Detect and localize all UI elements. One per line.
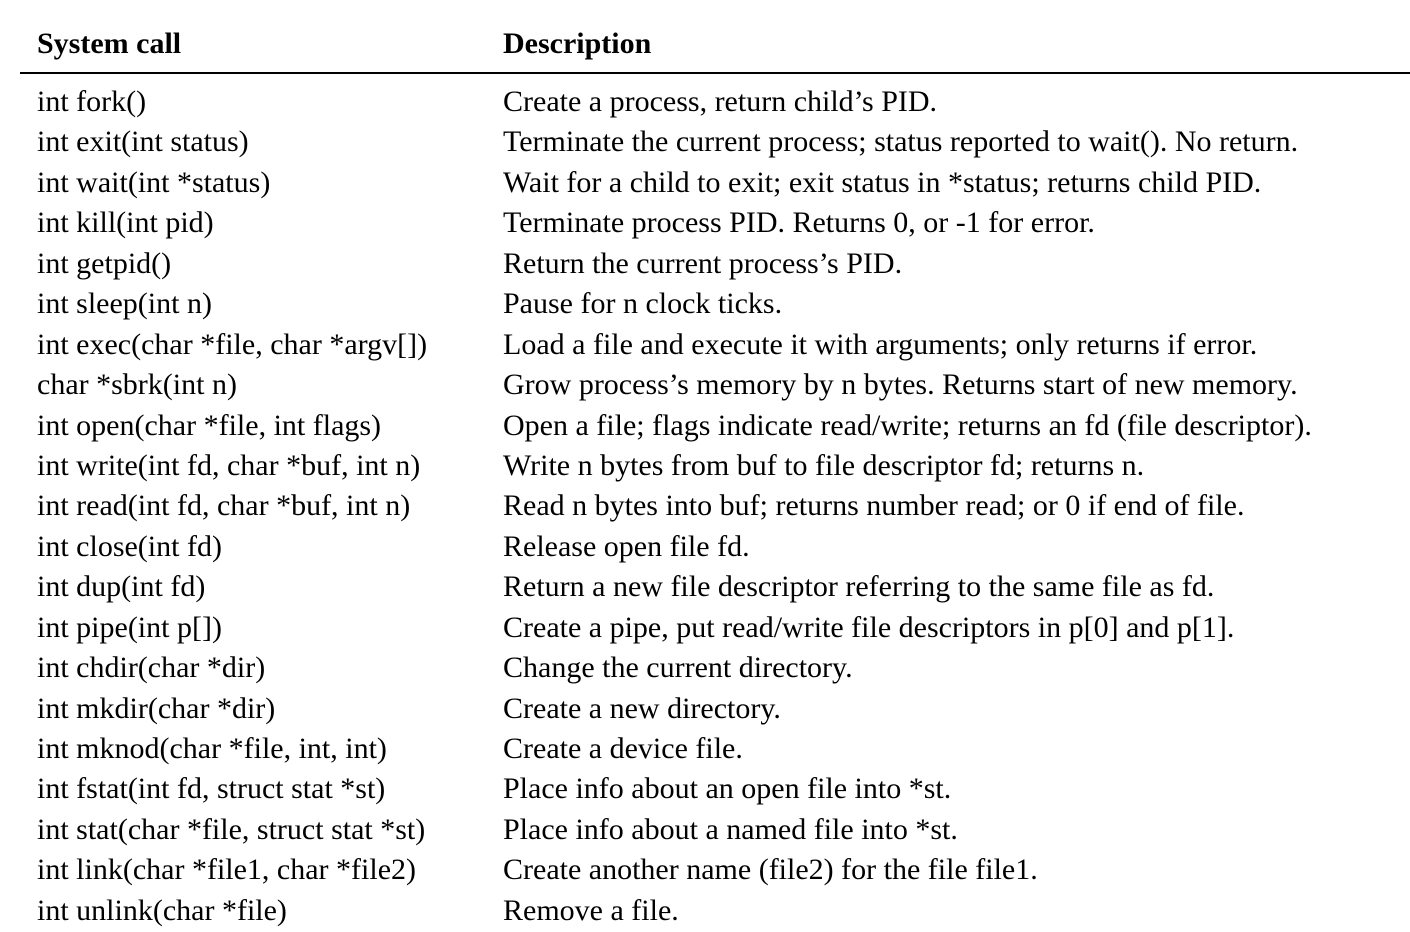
table-row: int fstat(int fd, struct stat *st) Place… xyxy=(20,769,1410,809)
system-call-cell: int fork() xyxy=(37,85,147,118)
description-cell: Load a file and execute it with argument… xyxy=(503,327,1258,361)
system-call-cell: int unlink(char *file) xyxy=(37,893,287,927)
description-cell: Write n bytes from buf to file descripto… xyxy=(503,448,1145,482)
table-row: int mkdir(char *dir) Create a new direct… xyxy=(20,689,1410,729)
table-row: int fork() Create a process, return chil… xyxy=(20,82,1410,122)
system-call-cell: int stat(char *file, struct stat *st) xyxy=(37,812,426,846)
description-cell: Terminate process PID. Returns 0, or -1 … xyxy=(503,206,1095,240)
description-cell: Open a file; flags indicate read/write; … xyxy=(503,408,1312,442)
table-row: char *sbrk(int n) Grow process’s memory … xyxy=(20,365,1410,405)
system-call-cell: int sleep(int n) xyxy=(37,287,212,321)
system-call-cell: int link(char *file1, char *file2) xyxy=(37,853,417,887)
table-row: int kill(int pid) Terminate process PID.… xyxy=(20,203,1410,243)
description-cell: Create a process, return child’s PID. xyxy=(503,85,938,118)
table-row: int exit(int status) Terminate the curre… xyxy=(20,122,1410,162)
header-system-call: System call xyxy=(37,27,182,60)
table-row: int wait(int *status) Wait for a child t… xyxy=(20,163,1410,203)
table-row: int write(int fd, char *buf, int n) Writ… xyxy=(20,446,1410,486)
table-row: int pipe(int p[]) Create a pipe, put rea… xyxy=(20,608,1410,648)
header-description: Description xyxy=(503,27,652,60)
description-cell: Wait for a child to exit; exit status in… xyxy=(503,165,1262,199)
description-cell: Create a new directory. xyxy=(503,691,781,725)
table-row: int dup(int fd) Return a new file descri… xyxy=(20,567,1410,607)
table-row: int chdir(char *dir) Change the current … xyxy=(20,648,1410,688)
table-row: int unlink(char *file) Remove a file. xyxy=(20,891,1410,931)
table-row: int close(int fd) Release open file fd. xyxy=(20,527,1410,567)
system-call-cell: int write(int fd, char *buf, int n) xyxy=(37,448,421,482)
table-row: int link(char *file1, char *file2) Creat… xyxy=(20,850,1410,890)
description-cell: Read n bytes into buf; returns number re… xyxy=(503,489,1245,523)
system-call-cell: int getpid() xyxy=(37,246,172,280)
table-header-row: System call Description xyxy=(20,0,1410,74)
description-cell: Place info about a named file into *st. xyxy=(503,812,958,846)
description-cell: Remove a file. xyxy=(503,893,679,927)
system-call-cell: int mkdir(char *dir) xyxy=(37,691,276,725)
system-call-cell: int dup(int fd) xyxy=(37,570,206,604)
system-call-cell: int exit(int status) xyxy=(37,125,249,159)
description-cell: Terminate the current process; status re… xyxy=(503,125,1299,159)
system-call-cell: int open(char *file, int flags) xyxy=(37,408,382,442)
table-row: int getpid() Return the current process’… xyxy=(20,244,1410,284)
description-cell: Return the current process’s PID. xyxy=(503,246,903,280)
system-call-cell: int fstat(int fd, struct stat *st) xyxy=(37,772,386,806)
table-body: int fork() Create a process, return chil… xyxy=(20,82,1410,931)
system-call-cell: int read(int fd, char *buf, int n) xyxy=(37,489,411,523)
system-call-cell: int kill(int pid) xyxy=(37,206,214,240)
description-cell: Pause for n clock ticks. xyxy=(503,287,783,321)
table-row: int stat(char *file, struct stat *st) Pl… xyxy=(20,810,1410,850)
system-call-cell: int chdir(char *dir) xyxy=(37,651,266,685)
system-call-cell: int exec(char *file, char *argv[]) xyxy=(37,327,428,361)
description-cell: Release open file fd. xyxy=(503,529,750,563)
table-row: int read(int fd, char *buf, int n) Read … xyxy=(20,486,1410,526)
table-row: int exec(char *file, char *argv[]) Load … xyxy=(20,325,1410,365)
table-row: int open(char *file, int flags) Open a f… xyxy=(20,406,1410,446)
table-row: int sleep(int n) Pause for n clock ticks… xyxy=(20,284,1410,324)
description-cell: Return a new file descriptor referring t… xyxy=(503,570,1215,604)
description-cell: Place info about an open file into *st. xyxy=(503,772,952,806)
system-call-cell: int close(int fd) xyxy=(37,529,222,563)
description-cell: Grow process’s memory by n bytes. Return… xyxy=(503,368,1298,402)
description-cell: Change the current directory. xyxy=(503,651,853,685)
system-call-cell: int pipe(int p[]) xyxy=(37,610,222,644)
description-cell: Create a device file. xyxy=(503,732,743,765)
table-row: int mknod(char *file, int, int) Create a… xyxy=(20,729,1410,769)
system-call-table: System call Description int fork() Creat… xyxy=(20,0,1410,927)
system-call-cell: int mknod(char *file, int, int) xyxy=(37,732,387,765)
description-cell: Create a pipe, put read/write file descr… xyxy=(503,610,1235,644)
description-cell: Create another name (file2) for the file… xyxy=(503,853,1038,887)
system-call-cell: char *sbrk(int n) xyxy=(37,368,237,402)
system-call-cell: int wait(int *status) xyxy=(37,165,271,199)
